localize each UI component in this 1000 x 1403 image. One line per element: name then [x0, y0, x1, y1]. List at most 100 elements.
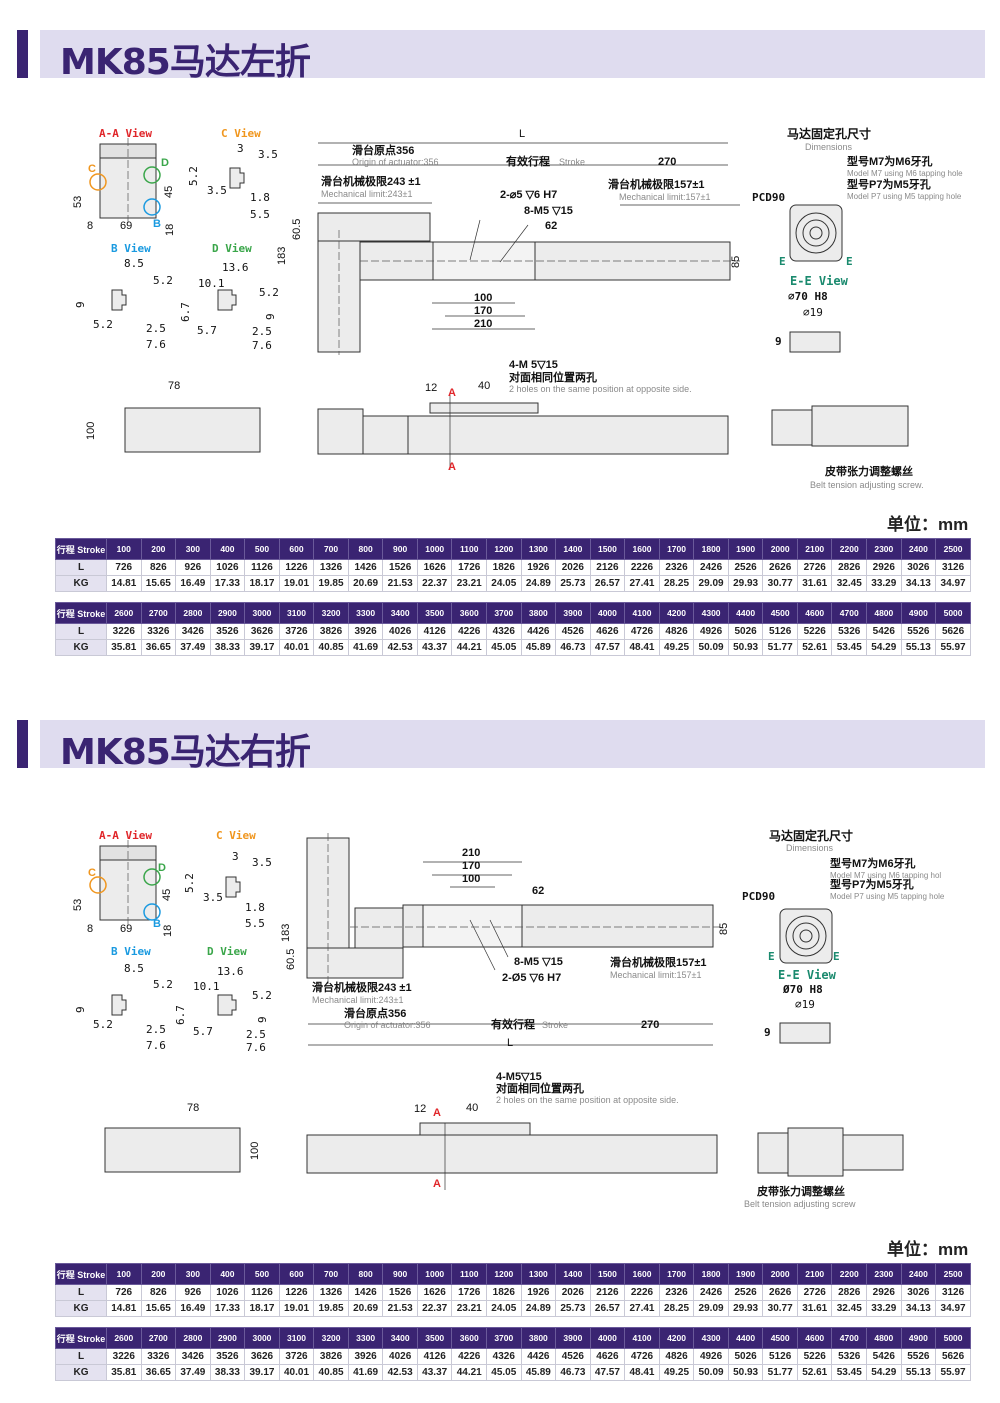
m5-holes-label: 8-M5 ▽15 — [524, 205, 573, 217]
d-view-label: D View — [207, 945, 247, 958]
cell-l: 4026 — [382, 1348, 418, 1365]
c-mark: C — [88, 163, 96, 175]
dim-13-6: 13.6 — [222, 261, 249, 274]
cell-stroke: 1100 — [451, 1263, 488, 1285]
section-a-mark-top: A — [433, 1107, 441, 1119]
dim-L: L — [519, 128, 526, 140]
origin-label-en: Origin of actuator:356 — [352, 157, 439, 167]
cell-stroke: 700 — [313, 538, 349, 560]
cell-l: 1126 — [244, 559, 280, 576]
b-view-label: B View — [111, 242, 151, 255]
cell-stroke: 4400 — [727, 602, 764, 624]
technical-drawing — [89, 138, 909, 470]
cell-stroke: 800 — [347, 1263, 384, 1285]
row-label: KG — [55, 1300, 107, 1317]
m7-note-en: Model M7 using M6 tapping hol — [830, 871, 942, 880]
cell-l: 2626 — [762, 559, 798, 576]
p7-note: 型号P7为M5牙孔 — [830, 879, 914, 891]
cell-l: 2526 — [727, 1284, 764, 1301]
cell-stroke: 4300 — [693, 1327, 729, 1349]
cell-l: 726 — [106, 559, 142, 576]
cell-stroke: 400 — [209, 538, 246, 560]
cell-l: 4126 — [416, 623, 453, 640]
cell-kg: 22.37 — [416, 1300, 453, 1317]
cell-stroke: 2500 — [935, 538, 971, 560]
cell-l: 3026 — [900, 559, 937, 576]
dim-78: 78 — [187, 1102, 200, 1114]
dim-170: 170 — [462, 860, 481, 872]
cell-stroke: 3900 — [555, 602, 591, 624]
cell-stroke: 2500 — [935, 1263, 971, 1285]
cell-kg: 29.09 — [693, 1300, 729, 1317]
dim-8-5: 8.5 — [124, 257, 144, 270]
cell-l: 3726 — [278, 1348, 315, 1365]
cell-kg: 30.77 — [762, 1300, 798, 1317]
dim-8-5: 8.5 — [124, 962, 144, 975]
dim-9: 9 — [74, 1006, 87, 1013]
end-view — [104, 1127, 241, 1173]
cell-l: 4926 — [693, 623, 729, 640]
cell-kg: 40.01 — [278, 639, 315, 656]
cell-l: 3826 — [313, 1348, 349, 1365]
row-label: KG — [55, 575, 107, 592]
cell-stroke: 3400 — [382, 1327, 418, 1349]
dim-5-2b: 5.2 — [153, 274, 173, 287]
stroke-label-en: Stroke — [542, 1020, 569, 1030]
dim-3-5b: 3.5 — [207, 184, 227, 197]
cell-stroke: 4500 — [762, 1327, 798, 1349]
cell-stroke: 2100 — [796, 1263, 833, 1285]
row-label: L — [55, 1348, 107, 1365]
dim-2-5b: 2.5 — [252, 325, 272, 338]
cell-kg: 44.21 — [451, 1364, 488, 1381]
cell-kg: 32.45 — [831, 1300, 868, 1317]
row-label: L — [55, 623, 107, 640]
dim-9b: 9 — [256, 1016, 269, 1023]
dim-3-5: 3.5 — [252, 856, 272, 869]
aa-view-label: A-A View — [99, 127, 152, 140]
belt-tension-view — [811, 405, 909, 447]
cell-kg: 19.01 — [278, 1300, 315, 1317]
dim-62: 62 — [545, 220, 558, 232]
dim-10-1: 10.1 — [193, 980, 220, 993]
cell-kg: 28.25 — [658, 1300, 695, 1317]
dim-45: 45 — [161, 888, 173, 901]
cell-kg: 34.13 — [900, 575, 937, 592]
cell-kg: 50.93 — [727, 639, 764, 656]
cell-kg: 55.97 — [935, 1364, 971, 1381]
dim-69: 69 — [120, 923, 133, 935]
cell-kg: 24.89 — [520, 1300, 557, 1317]
opposite-note-en: 2 holes on the same position at opposite… — [509, 384, 692, 394]
cell-l: 3226 — [106, 623, 142, 640]
cell-stroke: 1700 — [658, 1263, 695, 1285]
cell-kg: 40.01 — [278, 1364, 315, 1381]
dim-5-2c: 5.2 — [93, 318, 113, 331]
belt-note-en: Belt tension adjusting screw. — [810, 480, 924, 490]
cell-l: 2426 — [693, 1284, 729, 1301]
cell-kg: 30.77 — [762, 575, 798, 592]
row-label: KG — [55, 639, 107, 656]
dim-9: 9 — [74, 301, 87, 308]
motor-flange — [779, 908, 833, 964]
b-view-label: B View — [111, 945, 151, 958]
cell-stroke: 3000 — [244, 602, 280, 624]
cell-stroke: 2900 — [209, 602, 246, 624]
cell-stroke: 4000 — [589, 1327, 626, 1349]
row-label: 行程 Stroke — [55, 602, 107, 624]
cell-kg: 19.85 — [313, 1300, 349, 1317]
cell-kg: 51.77 — [762, 639, 798, 656]
section-a-mark-top: A — [448, 387, 456, 399]
dim-3: 3 — [237, 142, 244, 155]
unit-label: 单位：mm — [887, 515, 969, 534]
dim-62: 62 — [532, 885, 545, 897]
limit-243-label-en: Mechanical limit:243±1 — [312, 995, 404, 1005]
motor-reducer — [306, 947, 404, 979]
cell-l: 2626 — [762, 1284, 798, 1301]
cell-stroke: 900 — [382, 1263, 418, 1285]
cell-l: 5326 — [831, 1348, 868, 1365]
cell-l: 4526 — [555, 623, 591, 640]
motor-dim-title-en: Dimensions — [805, 142, 853, 152]
cell-l: 2926 — [866, 1284, 902, 1301]
